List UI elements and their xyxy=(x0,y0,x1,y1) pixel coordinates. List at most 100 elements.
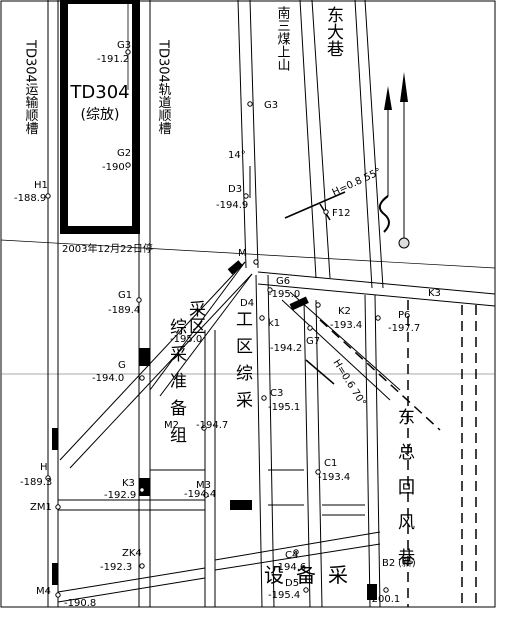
stopping-mark xyxy=(289,296,309,311)
roadway-wall xyxy=(299,0,317,279)
overlay-column-c: 采区 xyxy=(185,300,206,334)
station-point xyxy=(307,325,313,331)
roadway-wall xyxy=(255,274,263,608)
roadway-wall xyxy=(59,261,246,461)
stopping-mark xyxy=(139,478,150,496)
station-elev: -188.9 xyxy=(14,193,46,204)
roadway-wall xyxy=(249,0,259,269)
station-elev: -193.4 xyxy=(330,320,362,331)
station-label: K3 xyxy=(428,288,441,299)
roadway-wall xyxy=(303,299,311,608)
station-point xyxy=(293,549,299,555)
station-point xyxy=(55,504,61,510)
station-elev: -189.4 xyxy=(108,305,140,316)
station-elev: -195.4 xyxy=(268,590,300,601)
station-point xyxy=(201,425,207,431)
station-point xyxy=(55,592,61,598)
station-point xyxy=(243,193,249,199)
station-elev: -200.1 xyxy=(368,594,400,605)
stop-date-note: 2003年12月22日停 xyxy=(62,242,153,255)
station-label: C3 xyxy=(270,388,283,399)
roadway-wall xyxy=(57,567,206,593)
station-label: M3 xyxy=(196,480,211,491)
roadway-wall xyxy=(159,273,253,397)
roadway-wall xyxy=(267,274,275,608)
station-point xyxy=(315,469,321,475)
station-elev: -192.9 xyxy=(104,490,136,501)
station-label: K3 xyxy=(122,478,135,489)
station-point xyxy=(45,475,51,481)
station-elev: -194.6 xyxy=(274,562,306,573)
station-point xyxy=(125,162,131,168)
roadway-wall xyxy=(289,291,401,391)
dip-angle-label: 14° xyxy=(228,150,246,161)
roadway-wall xyxy=(311,0,331,279)
north-arrow-icon xyxy=(378,72,410,249)
station-elev: -194.7 xyxy=(196,420,228,431)
station-label: C1 xyxy=(324,458,337,469)
station-label: k1 xyxy=(268,318,280,329)
roadway-wall xyxy=(237,0,247,269)
station-label: G3 xyxy=(264,100,278,111)
station-point xyxy=(303,587,309,593)
station-elev: -195.1 xyxy=(268,402,300,413)
misc-elev: -195.0 xyxy=(170,334,202,345)
station-label: ZK4 xyxy=(122,548,142,559)
station-label: M2 xyxy=(164,420,179,431)
fault-line xyxy=(284,191,346,219)
station-elev: -193.4 xyxy=(318,472,350,483)
station-label: B2 xyxy=(382,558,395,569)
station-point xyxy=(125,49,131,55)
roadway-wall xyxy=(69,273,253,469)
fault-note-2: H=0.6 70° xyxy=(330,358,367,409)
station-elev: -194.0 xyxy=(92,373,124,384)
station-label: F12 xyxy=(332,208,350,219)
station-point xyxy=(203,492,209,498)
roadway-label-east-return: 东总回风巷 xyxy=(394,408,415,583)
station-label: G7 xyxy=(306,336,320,347)
roadway-wall xyxy=(214,531,381,561)
station-elev: -194.4 xyxy=(184,489,216,500)
roadway-wall xyxy=(354,0,373,289)
station-point xyxy=(323,209,329,215)
station-point xyxy=(139,375,145,381)
station-elev: -190. xyxy=(102,162,128,173)
station-markers xyxy=(45,49,389,598)
overlay-column-b: 工区综采 xyxy=(232,310,253,418)
station-label: G xyxy=(118,360,126,371)
station-elev: -189.3 xyxy=(20,477,52,488)
panel-code: TD304 xyxy=(69,82,129,103)
stopping-mark xyxy=(227,260,243,275)
roadway-label-rail: TD304轨道顺槽 xyxy=(156,39,172,136)
roadway-wall xyxy=(364,294,371,608)
stopping-mark xyxy=(367,584,377,600)
station-point xyxy=(253,259,259,265)
station-label: D5 xyxy=(285,578,299,589)
station-label: K2 xyxy=(338,306,351,317)
station-label: M xyxy=(238,248,247,259)
station-elev: -195.0 xyxy=(268,289,300,300)
stop-line xyxy=(0,239,496,269)
panel-td304-outline xyxy=(60,0,140,234)
station-elev: -194.9 xyxy=(216,200,248,211)
station-point xyxy=(383,587,389,593)
station-elev: -190.8 xyxy=(64,598,96,609)
station-label: M4 xyxy=(36,586,51,597)
station-point xyxy=(261,395,267,401)
stopping-mark xyxy=(52,428,58,450)
roadway-wall xyxy=(214,543,381,571)
roadway-wall xyxy=(149,261,246,391)
station-label: H xyxy=(40,462,48,473)
station-elev: -191.2 xyxy=(97,54,129,65)
roadway-label-east-main: 东大巷 xyxy=(323,6,344,57)
return-airway-dash xyxy=(319,319,441,431)
station-point xyxy=(136,297,142,303)
station-point xyxy=(267,287,273,293)
fault-note-1: H=0.8 55° xyxy=(331,166,383,198)
station-note: (新) xyxy=(398,556,416,569)
stopping-mark xyxy=(139,348,150,366)
roadway-wall xyxy=(257,283,496,307)
station-elev: -194.2 xyxy=(270,343,302,354)
station-point xyxy=(139,563,145,569)
